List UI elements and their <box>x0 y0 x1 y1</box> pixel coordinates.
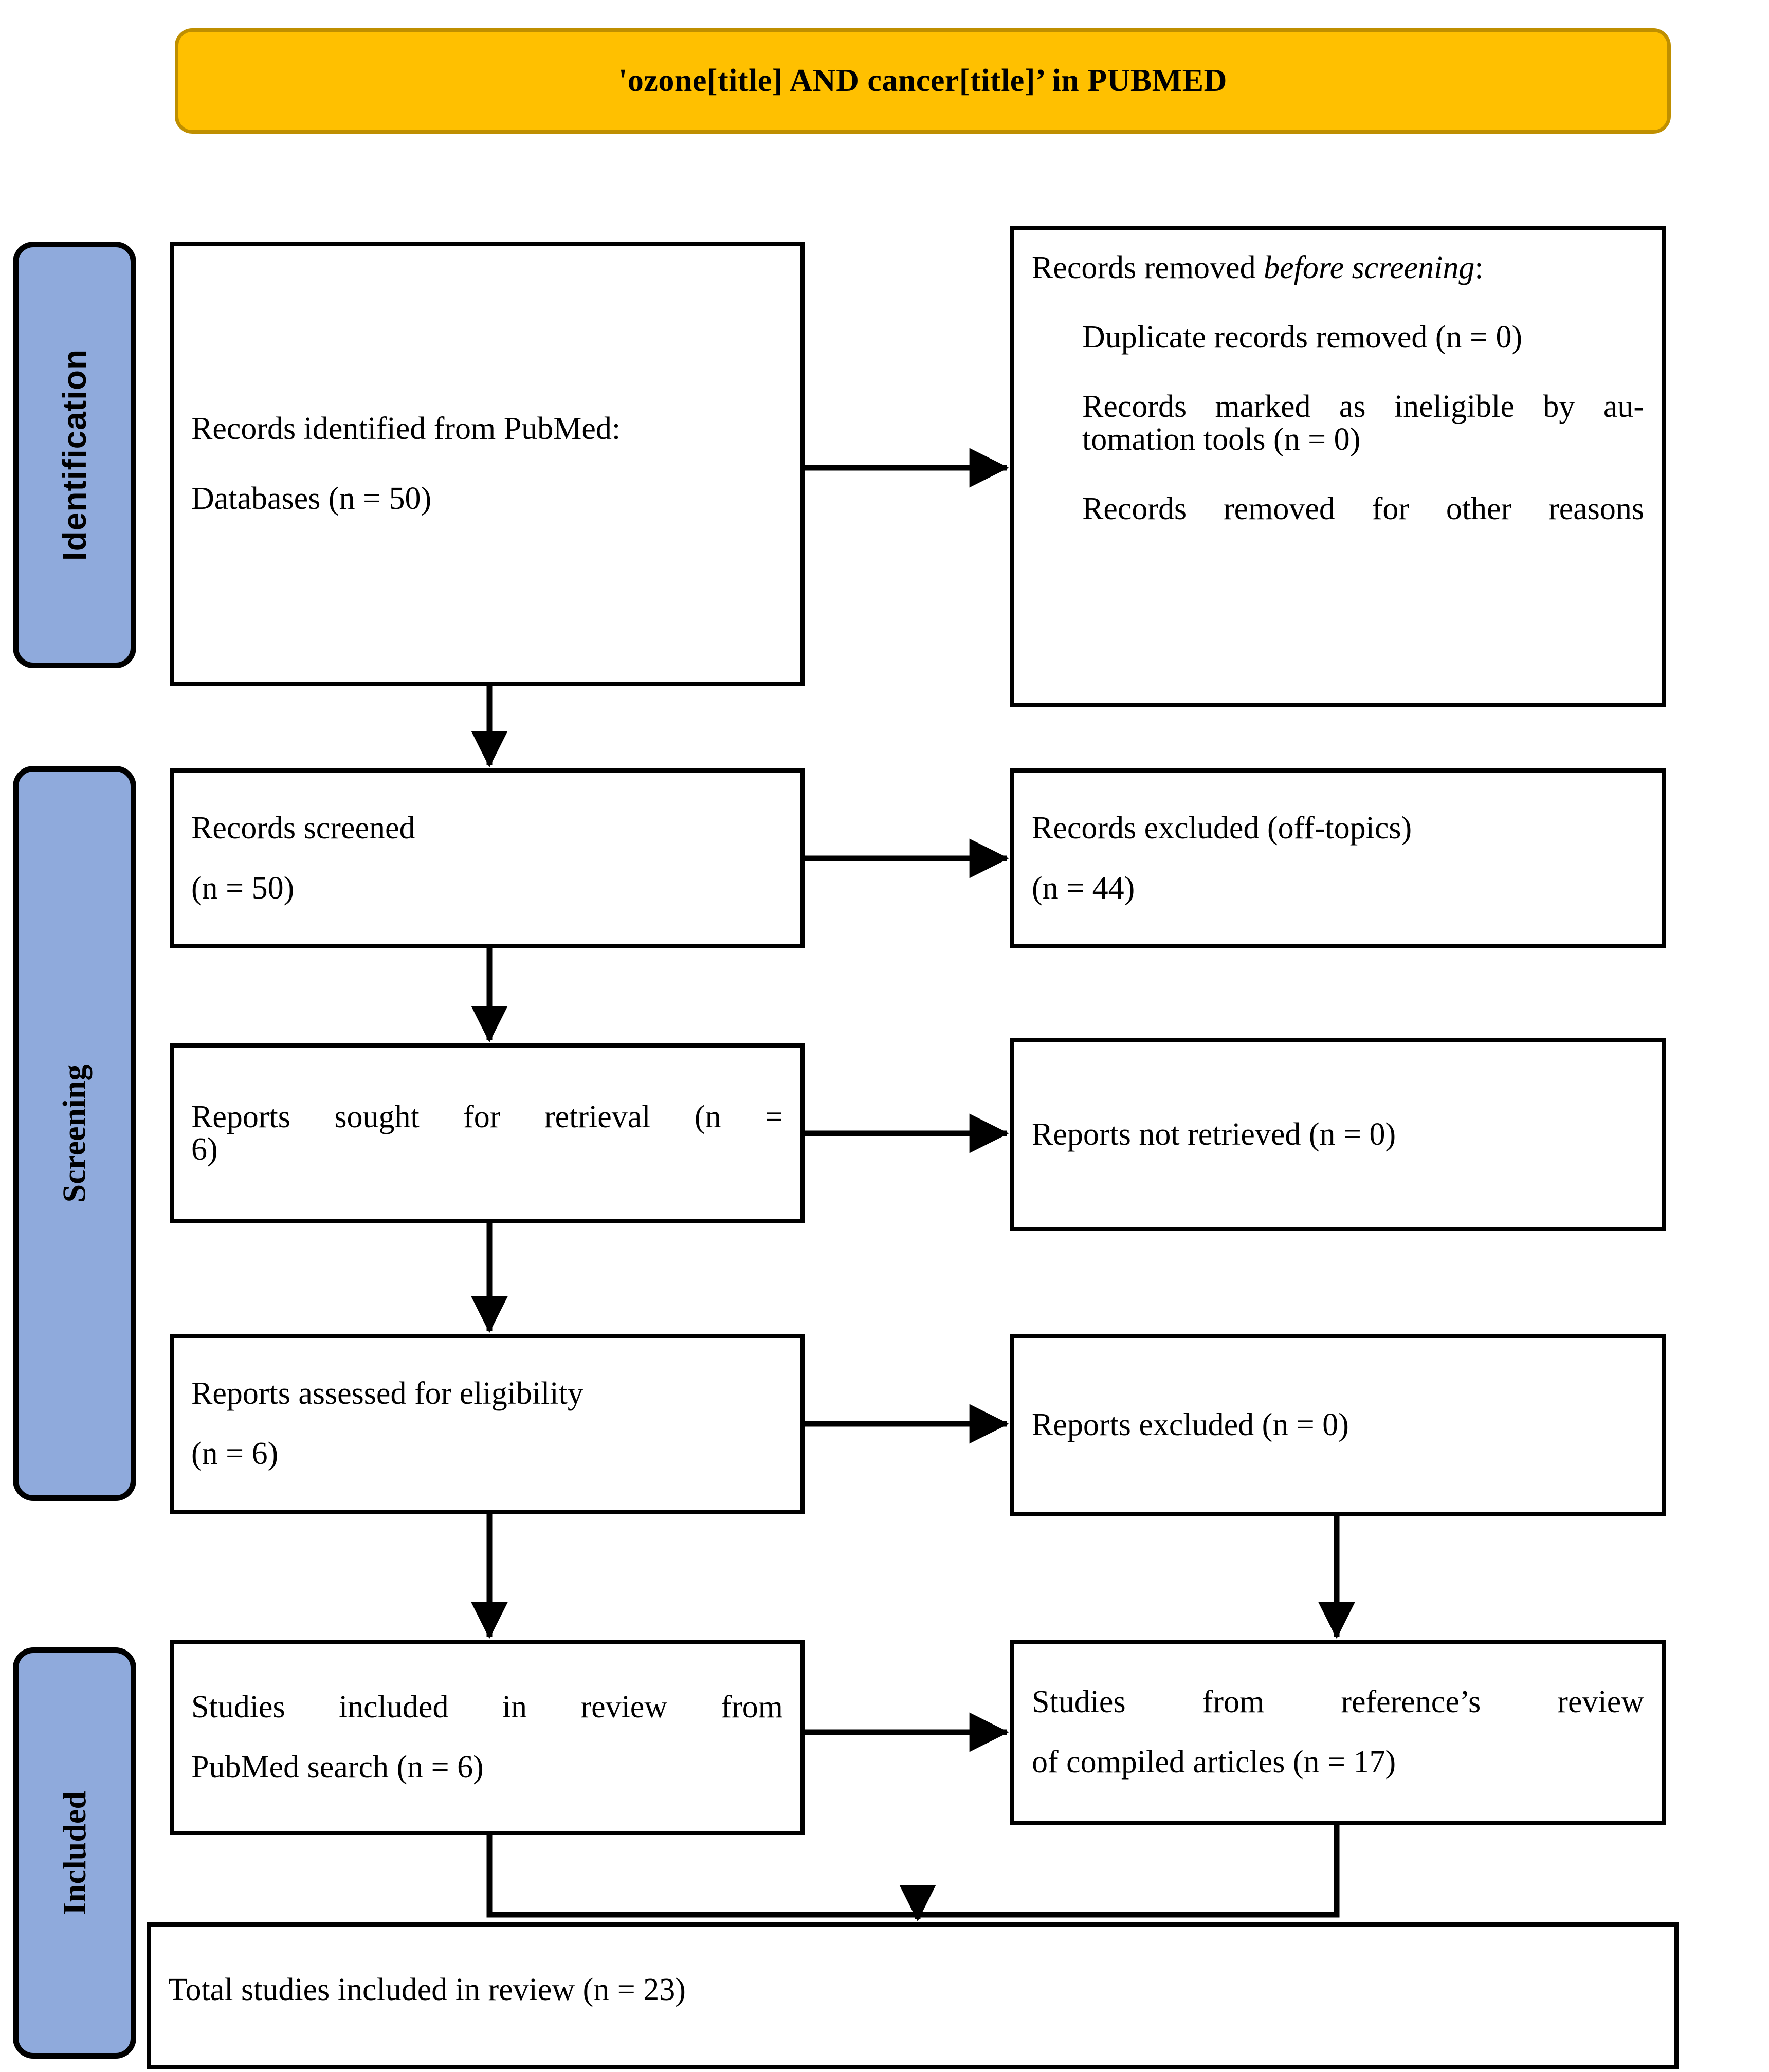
merge-bracket-left <box>486 1835 918 1918</box>
studies-reference-line2: of compiled articles (n = 17) <box>1032 1745 1396 1780</box>
records-removed-heading: Records removed before screening: <box>1032 250 1644 285</box>
records-removed-item-other-reasons: Records removed for other reasons <box>1082 491 1644 526</box>
stage-tab-screening: Screening <box>13 766 136 1501</box>
box-studies-from-reference-review: Studies from reference’s review of compi… <box>1010 1640 1666 1825</box>
box-reports-assessed-for-eligibility: Reports assessed for eligibility (n = 6) <box>170 1334 805 1514</box>
box-records-removed-before-screening: Records removed before screening: Duplic… <box>1010 226 1666 707</box>
reports-assessed-count: (n = 6) <box>191 1436 279 1471</box>
stage-tab-identification: Identification <box>13 242 136 668</box>
reports-assessed-label: Reports assessed for eligibility <box>191 1376 583 1411</box>
stage-label-screening: Screening <box>56 1064 93 1203</box>
stage-tab-included: Included <box>13 1647 136 2059</box>
search-query-text: 'ozone[title] AND cancer[title]’ in PUBM… <box>618 63 1227 98</box>
total-studies-label: Total studies included in review (n = 23… <box>168 1972 686 2007</box>
reports-excluded-label: Reports excluded (n = 0) <box>1032 1407 1349 1442</box>
records-identified-line2: Databases (n = 50) <box>191 481 432 516</box>
merge-bracket-right <box>918 1825 1340 1918</box>
records-removed-heading-italic: before screening <box>1264 250 1475 285</box>
records-excluded-count: (n = 44) <box>1032 871 1135 906</box>
records-screened-label: Records screened <box>191 810 415 846</box>
stage-label-identification: Identification <box>56 349 93 561</box>
box-records-screened: Records screened (n = 50) <box>170 768 805 948</box>
records-removed-item-duplicates: Duplicate records removed (n = 0) <box>1082 320 1523 355</box>
records-excluded-label: Records excluded (off-topics) <box>1032 810 1412 846</box>
records-removed-heading-suffix: : <box>1474 250 1484 285</box>
studies-included-pubmed-line2: PubMed search (n = 6) <box>191 1750 484 1785</box>
box-total-studies-included: Total studies included in review (n = 23… <box>147 1922 1679 2069</box>
box-reports-excluded: Reports excluded (n = 0) <box>1010 1334 1666 1516</box>
records-identified-line1: Records identified from PubMed: <box>191 411 621 447</box>
reports-not-retrieved-label: Reports not retrieved (n = 0) <box>1032 1116 1396 1152</box>
box-records-identified: Records identified from PubMed: Database… <box>170 242 805 686</box>
box-reports-not-retrieved: Reports not retrieved (n = 0) <box>1010 1038 1666 1231</box>
records-removed-item-ineligible-2: tomation tools (n = 0) <box>1082 421 1361 457</box>
records-removed-heading-prefix: Records removed <box>1032 250 1264 285</box>
records-removed-item-ineligible-1: Records marked as ineligible by au- <box>1082 389 1644 425</box>
box-records-excluded-offtopics: Records excluded (off-topics) (n = 44) <box>1010 768 1666 948</box>
records-screened-count: (n = 50) <box>191 871 295 906</box>
box-studies-included-from-pubmed: Studies included in review from PubMed s… <box>170 1640 805 1835</box>
stage-label-included: Included <box>56 1791 93 1915</box>
reports-sought-line2: 6) <box>191 1132 218 1167</box>
search-query-banner: 'ozone[title] AND cancer[title]’ in PUBM… <box>175 28 1671 134</box>
studies-reference-line1: Studies from reference’s review <box>1032 1684 1644 1719</box>
reports-sought-line1: Reports sought for retrieval (n = <box>191 1099 783 1134</box>
studies-included-pubmed-line1: Studies included in review from <box>191 1689 783 1725</box>
box-reports-sought-for-retrieval: Reports sought for retrieval (n = 6) <box>170 1043 805 1223</box>
